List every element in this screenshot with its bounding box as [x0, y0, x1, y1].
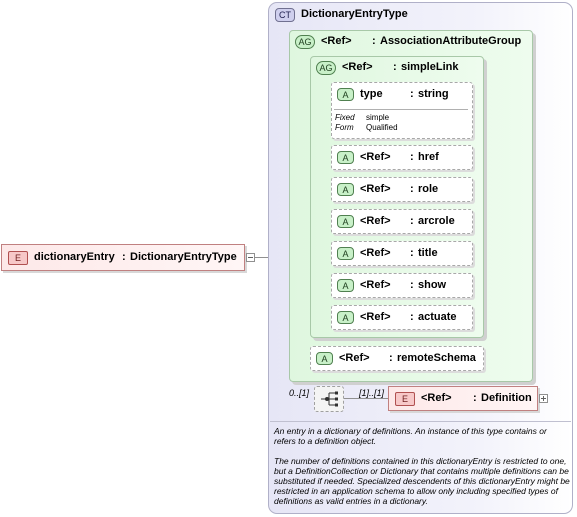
attribute-name: actuate — [418, 311, 457, 323]
attribute-ref: <Ref> — [360, 183, 391, 195]
facet-fixed-label: Fixed — [335, 113, 355, 122]
element-dictionary-entry[interactable]: E dictionaryEntry : DictionaryEntryType — [1, 244, 245, 271]
attribute-name: role — [418, 183, 439, 195]
attribute-group-simplelink[interactable]: AG <Ref> : simpleLink A type : string Fi… — [310, 56, 484, 338]
attribute-show[interactable]: A <Ref> : show — [331, 273, 473, 298]
attribute-name: show — [418, 279, 447, 291]
choice-occurs-label: 0..[1] — [289, 388, 310, 398]
attribute-name: arcrole — [418, 215, 455, 227]
documentation-paragraph: The number of definitions contained in t… — [274, 456, 570, 506]
complex-type-title: DictionaryEntryType — [301, 8, 408, 20]
inner-group-ref: <Ref> — [342, 61, 373, 73]
outer-group-name: AssociationAttributeGroup — [380, 35, 522, 47]
documentation-paragraph: An entry in a dictionary of definitions.… — [274, 426, 547, 446]
facet-divider — [334, 109, 468, 110]
attribute-sep: : — [410, 279, 414, 291]
attribute-name: title — [418, 247, 438, 259]
documentation-text: An entry in a dictionary of definitions.… — [274, 426, 570, 516]
facet-form-value: Qualified — [366, 123, 398, 132]
root-element-sep: : — [122, 251, 126, 263]
outer-group-ref: <Ref> — [321, 35, 352, 47]
definition-sep: : — [473, 392, 477, 404]
attribute-sep: : — [410, 215, 414, 227]
attribute-ref: <Ref> — [360, 215, 391, 227]
documentation-divider — [270, 421, 571, 422]
definition-name: Definition — [481, 392, 532, 404]
attribute-icon: A — [337, 247, 354, 260]
attribute-sep: : — [389, 352, 393, 364]
attribute-remoteschema[interactable]: A <Ref> : remoteSchema — [310, 346, 484, 371]
inner-group-name: simpleLink — [401, 61, 459, 73]
attribute-group-association[interactable]: AG <Ref> : AssociationAttributeGroup AG … — [289, 30, 533, 382]
definition-occurs-label: [1]..[1] — [359, 388, 385, 398]
root-element-type: DictionaryEntryType — [130, 251, 237, 263]
definition-ref: <Ref> — [421, 392, 452, 404]
complex-type-icon: CT — [275, 8, 295, 22]
attribute-sep: : — [410, 151, 414, 163]
expand-definition-button[interactable] — [539, 394, 548, 403]
attribute-ref: <Ref> — [360, 279, 391, 291]
attribute-icon: A — [337, 215, 354, 228]
attribute-type[interactable]: A type : string Fixed simple Form Qualif… — [331, 82, 473, 139]
outer-group-sep: : — [372, 35, 376, 47]
attribute-sep: : — [410, 183, 414, 195]
choice-compositor[interactable] — [314, 386, 344, 412]
facet-fixed-value: simple — [366, 113, 390, 122]
attribute-ref: <Ref> — [339, 352, 370, 364]
attribute-icon: A — [337, 183, 354, 196]
element-definition[interactable]: E <Ref> : Definition — [388, 386, 538, 411]
attribute-sep: : — [410, 311, 414, 323]
attribute-ref: <Ref> — [360, 247, 391, 259]
attribute-icon: A — [337, 279, 354, 292]
attribute-arcrole[interactable]: A <Ref> : arcrole — [331, 209, 473, 234]
attribute-group-icon: AG — [316, 61, 336, 75]
choice-icon — [321, 391, 338, 407]
attribute-name: href — [418, 151, 439, 163]
choice-to-definition-line — [344, 398, 388, 399]
root-element-name: dictionaryEntry — [34, 251, 115, 263]
root-connector-line — [255, 257, 280, 258]
attribute-sep: : — [410, 247, 414, 259]
facet-form-label: Form — [335, 123, 354, 132]
attribute-ref: <Ref> — [360, 151, 391, 163]
attribute-actuate[interactable]: A <Ref> : actuate — [331, 305, 473, 330]
element-icon: E — [8, 251, 28, 265]
attribute-icon: A — [316, 352, 333, 365]
element-icon: E — [395, 392, 415, 406]
attribute-title[interactable]: A <Ref> : title — [331, 241, 473, 266]
attribute-icon: A — [337, 88, 354, 101]
attribute-ref: <Ref> — [360, 311, 391, 323]
attribute-icon: A — [337, 151, 354, 164]
attribute-type-name: type — [360, 88, 383, 100]
attribute-name: remoteSchema — [397, 352, 476, 364]
attribute-group-icon: AG — [295, 35, 315, 49]
attribute-href[interactable]: A <Ref> : href — [331, 145, 473, 170]
attribute-type-type: string — [418, 88, 449, 100]
attribute-icon: A — [337, 311, 354, 324]
attribute-role[interactable]: A <Ref> : role — [331, 177, 473, 202]
complex-type-panel: CT DictionaryEntryType AG <Ref> : Associ… — [268, 2, 573, 514]
attribute-type-sep: : — [410, 88, 414, 100]
inner-group-sep: : — [393, 61, 397, 73]
collapse-root-button[interactable] — [246, 253, 255, 262]
